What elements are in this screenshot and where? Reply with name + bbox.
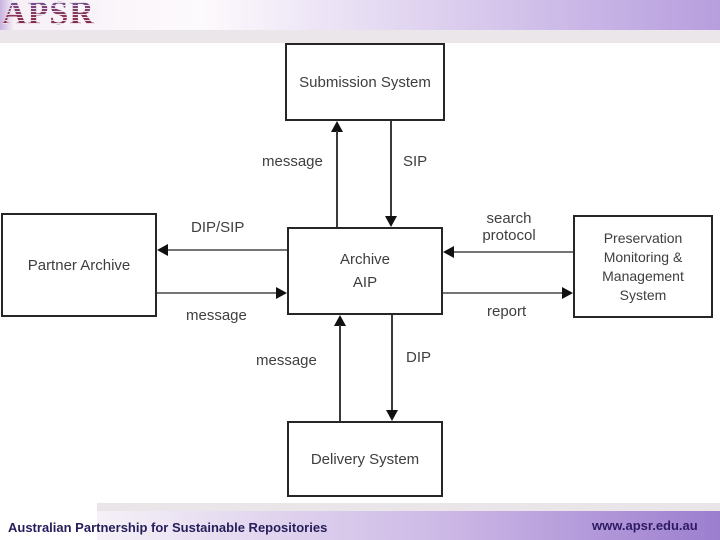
node-archive-aip: Archive AIP: [287, 227, 443, 315]
edge-label-search-protocol: search protocol: [482, 210, 536, 244]
arrowhead-dipsip-to-partner: [157, 244, 168, 256]
arrowhead-dip-to-delivery: [386, 410, 398, 421]
node-submission-system: Submission System: [285, 43, 445, 121]
arrowhead-message-to-archive-left: [276, 287, 287, 299]
node-partner-archive: Partner Archive: [1, 213, 157, 317]
edge-label-message-bottom: message: [256, 352, 317, 369]
footer-divider-strip: [97, 503, 720, 511]
arrowhead-report-to-preservation: [562, 287, 573, 299]
arrowhead-message-to-archive-bottom: [334, 315, 346, 326]
edge-label-report: report: [487, 303, 527, 320]
apsr-logo: APSR: [2, 0, 95, 32]
arrowhead-message-to-submission: [331, 121, 343, 132]
node-delivery-system: Delivery System: [287, 421, 443, 497]
footer-band: [97, 511, 720, 540]
header-divider-strip: [0, 30, 720, 43]
edge-label-dip-sip: DIP/SIP: [191, 219, 245, 236]
arrow-line-dip-to-delivery: [391, 315, 393, 410]
arrowhead-searchprotocol-to-archive: [443, 246, 454, 258]
arrow-line-message-to-archive-bottom: [339, 325, 341, 421]
node-preservation-monitoring-management-system: Preservation Monitoring & Management Sys…: [573, 215, 713, 318]
edge-label-sip: SIP: [403, 153, 428, 170]
edge-label-dip: DIP: [406, 349, 432, 366]
arrow-line-message-to-archive-left: [157, 292, 276, 294]
arrow-line-sip-to-archive: [390, 121, 392, 216]
header-band: APSR: [0, 0, 720, 32]
footer-organization-name: Australian Partnership for Sustainable R…: [8, 520, 328, 535]
edge-label-message-top: message: [262, 153, 323, 170]
footer-website-url: www.apsr.edu.au: [592, 518, 698, 533]
arrow-line-report-to-preservation: [443, 292, 563, 294]
edge-label-message-left: message: [186, 307, 247, 324]
arrowhead-sip-to-archive: [385, 216, 397, 227]
arrow-line-dipsip-to-partner: [168, 249, 287, 251]
arrow-line-searchprotocol-to-archive: [454, 251, 573, 253]
arrow-line-message-to-submission: [336, 131, 338, 227]
